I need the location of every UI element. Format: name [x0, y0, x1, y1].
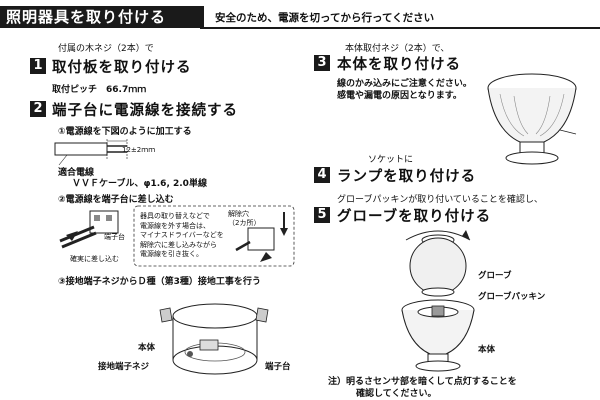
note-box	[133, 205, 295, 267]
step3-fixture-diagram	[487, 73, 577, 165]
step1-pitch: 取付ピッチ 66.7ｍｍ	[52, 85, 147, 95]
step4-pre: ソケットに	[368, 155, 414, 165]
step5-title: グローブを取り付ける	[337, 209, 492, 225]
step2-sub2: ②電源線を端子台に差し込む	[58, 195, 174, 205]
step2-sub1: ①電源線を下図のように加工する	[58, 127, 192, 137]
step3-pre: 本体取付ネジ（2本）で、	[345, 44, 450, 54]
release-hole-count: （2カ所）	[228, 219, 261, 227]
step2-sub3: ③接地端子ネジからＤ種（第3種）接地工事を行う	[58, 277, 261, 287]
step3-number: 3	[314, 55, 330, 71]
page-title: 照明器具を取り付ける	[0, 6, 204, 28]
footnote-line1: 注）明るさセンサ部を暗くして点灯することを	[328, 377, 517, 387]
step2-number: 2	[30, 101, 46, 117]
release-note: 器具の取り替えなどで 電源線を外す場合は、 マイナスドライバーなどを 解除穴に差…	[140, 212, 224, 258]
step3-title: 本体を取り付ける	[337, 57, 461, 73]
globe-packing-label: グローブパッキン	[478, 292, 546, 302]
globe-label: グローブ	[478, 271, 512, 281]
step5-pre: グローブパッキンが取り付いていることを確認し、	[337, 195, 543, 205]
step1-number: 1	[30, 58, 46, 74]
step5-number: 5	[314, 207, 330, 223]
ground-screw-label: 接地端子ネジ	[98, 362, 150, 372]
release-diagram	[235, 212, 288, 262]
step3-caution2: 感電や漏電の原因となります。	[337, 91, 462, 101]
globe-assembly-diagram	[401, 230, 475, 372]
footnote-line2: 確認してください。	[356, 389, 437, 399]
step2-title: 端子台に電源線を接続する	[52, 103, 238, 119]
wire-spec: ＶＶＦケーブル、φ1.6, 2.0単線	[72, 179, 207, 189]
terminal-insert-diagram	[59, 210, 119, 249]
insert-label: 確実に差し込む	[70, 255, 119, 263]
body-base-diagram	[159, 303, 269, 375]
terminal-label: 端子台	[104, 233, 125, 241]
strip-length-label: 12±2ｍｍ	[122, 146, 156, 154]
wire-label: 適合電線	[58, 168, 95, 178]
step1-pre: 付属の木ネジ（2本）で	[58, 44, 154, 54]
safety-note: 安全のため、電源を切ってから行ってください	[215, 12, 435, 24]
body-label-step5: 本体	[478, 345, 496, 355]
terminal-block-label: 端子台	[265, 362, 291, 372]
step3-caution1: 線のかみ込みにご注意ください。	[337, 79, 472, 89]
step1-title: 取付板を取り付ける	[52, 60, 192, 76]
wire-strip-diagram	[54, 139, 128, 166]
title-divider	[200, 27, 600, 29]
step4-title: ランプを取り付ける	[337, 169, 477, 185]
body-label: 本体	[138, 343, 156, 353]
step4-number: 4	[314, 167, 330, 183]
release-hole-label: 解除穴	[228, 210, 249, 218]
